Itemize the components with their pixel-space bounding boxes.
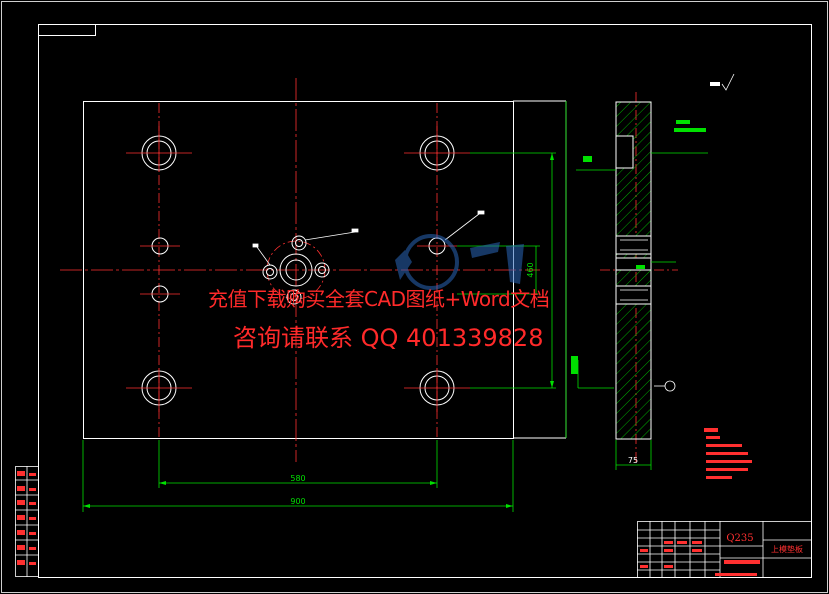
- watermark-line-1: 充值下载购买全套CAD图纸+Word文档: [208, 287, 550, 311]
- side-section-view: [615, 101, 652, 440]
- screw-hole: [140, 285, 180, 303]
- guide-hole: [126, 126, 192, 172]
- surface-finish-symbol: [710, 73, 735, 91]
- part-name-label: 上模垫板: [771, 544, 803, 554]
- watermark-line-2: 咨询请联系 QQ 401339828: [233, 324, 544, 352]
- material-label: Q235: [726, 533, 753, 544]
- drawing-number-box: [38, 24, 96, 36]
- title-block-entries: [640, 541, 760, 576]
- watermark-logo: [395, 234, 524, 290]
- dim-thickness-label: 75: [628, 456, 638, 465]
- guide-hole: [126, 368, 192, 412]
- guide-hole: [404, 368, 470, 412]
- title-block: [637, 521, 812, 578]
- datum-symbol: [654, 380, 676, 392]
- centerlines: [60, 78, 678, 465]
- revision-strip: [15, 466, 39, 577]
- dimension-arrows: [83, 153, 554, 508]
- dimension-lines: [82, 101, 567, 512]
- side-view-dimensions: [576, 152, 708, 470]
- guide-hole: [404, 126, 470, 172]
- dim-side-height-label: 460: [526, 262, 535, 277]
- technical-notes: [704, 428, 752, 479]
- screw-hole: [140, 237, 180, 255]
- leader-lines: [252, 210, 485, 266]
- sprue-hole-group: [262, 235, 330, 305]
- revision-strip-text: [17, 471, 36, 565]
- dim-width-label: 900: [290, 497, 305, 506]
- side-view-callouts: [571, 120, 706, 374]
- inner-border: [38, 24, 812, 578]
- dim-hole-spacing-label: 580: [290, 474, 305, 483]
